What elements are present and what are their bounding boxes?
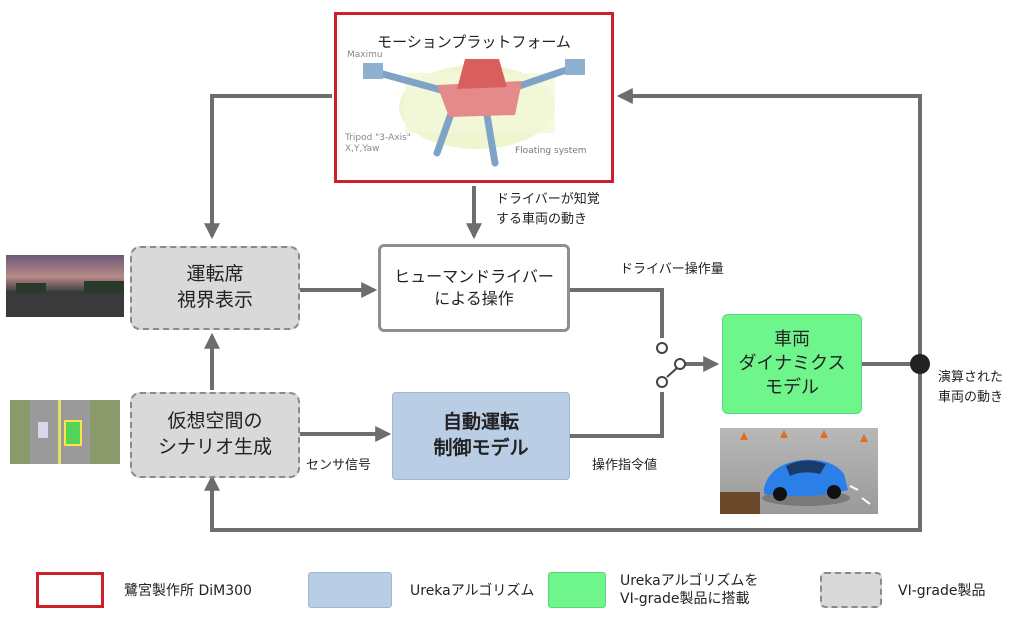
legend-swatch-gray bbox=[820, 572, 882, 608]
line-human-to-switch bbox=[570, 288, 664, 338]
human-driver-node: ヒューマンドライバー による操作 bbox=[378, 244, 570, 332]
line-auto-to-switch bbox=[570, 392, 664, 438]
platform-label-tripod: Tripod "3-Axis" X,Y,Yaw bbox=[345, 133, 411, 154]
motion-platform-illustration: モーションプラットフォーム Maximu Floating system bbox=[347, 33, 587, 167]
scenario-thumbnail bbox=[10, 400, 120, 464]
legend-swatch-blue bbox=[308, 572, 392, 608]
motion-platform-box: モーションプラットフォーム Maximu Floating system Tri… bbox=[334, 12, 614, 183]
label-command-value: 操作指令値 bbox=[592, 458, 658, 473]
legend-label-gray: VI-grade製品 bbox=[898, 583, 986, 599]
legend-label-red: 鷺宮製作所 DiM300 bbox=[124, 583, 252, 599]
arrow-node-to-scenario bbox=[204, 364, 922, 532]
arrow-node-to-platform bbox=[616, 88, 922, 364]
selector-switch bbox=[656, 342, 686, 388]
platform-label-max: Maximu bbox=[347, 50, 383, 60]
driver-view-node: 運転席 視界表示 bbox=[130, 246, 300, 330]
arrow-platform-to-view bbox=[204, 94, 332, 240]
label-perceived-motion: ドライバーが知覚 する車両の動き bbox=[496, 192, 600, 227]
auto-control-node: 自動運転 制御モデル bbox=[392, 392, 570, 480]
legend-label-green: Urekaアルゴリズムを VI-grade製品に搭載 bbox=[620, 573, 759, 608]
legend-swatch-green bbox=[548, 572, 606, 608]
vehicle-thumbnail bbox=[720, 428, 878, 514]
label-computed-motion: 演算された 車両の動き bbox=[938, 370, 1004, 405]
output-junction bbox=[910, 354, 930, 374]
legend-swatch-red bbox=[36, 572, 104, 608]
vehicle-dynamics-node: 車両 ダイナミクス モデル bbox=[722, 314, 862, 414]
label-sensor-signal: センサ信号 bbox=[306, 458, 372, 473]
driver-view-thumbnail bbox=[6, 255, 124, 317]
platform-title: モーションプラットフォーム bbox=[377, 33, 571, 51]
scenario-node: 仮想空間の シナリオ生成 bbox=[130, 392, 300, 478]
legend-label-blue: Urekaアルゴリズム bbox=[410, 583, 535, 599]
legend: 鷺宮製作所 DiM300 Urekaアルゴリズム Urekaアルゴリズムを VI… bbox=[0, 560, 1024, 620]
label-driver-input: ドライバー操作量 bbox=[620, 262, 724, 277]
platform-label-floating: Floating system bbox=[515, 146, 587, 156]
